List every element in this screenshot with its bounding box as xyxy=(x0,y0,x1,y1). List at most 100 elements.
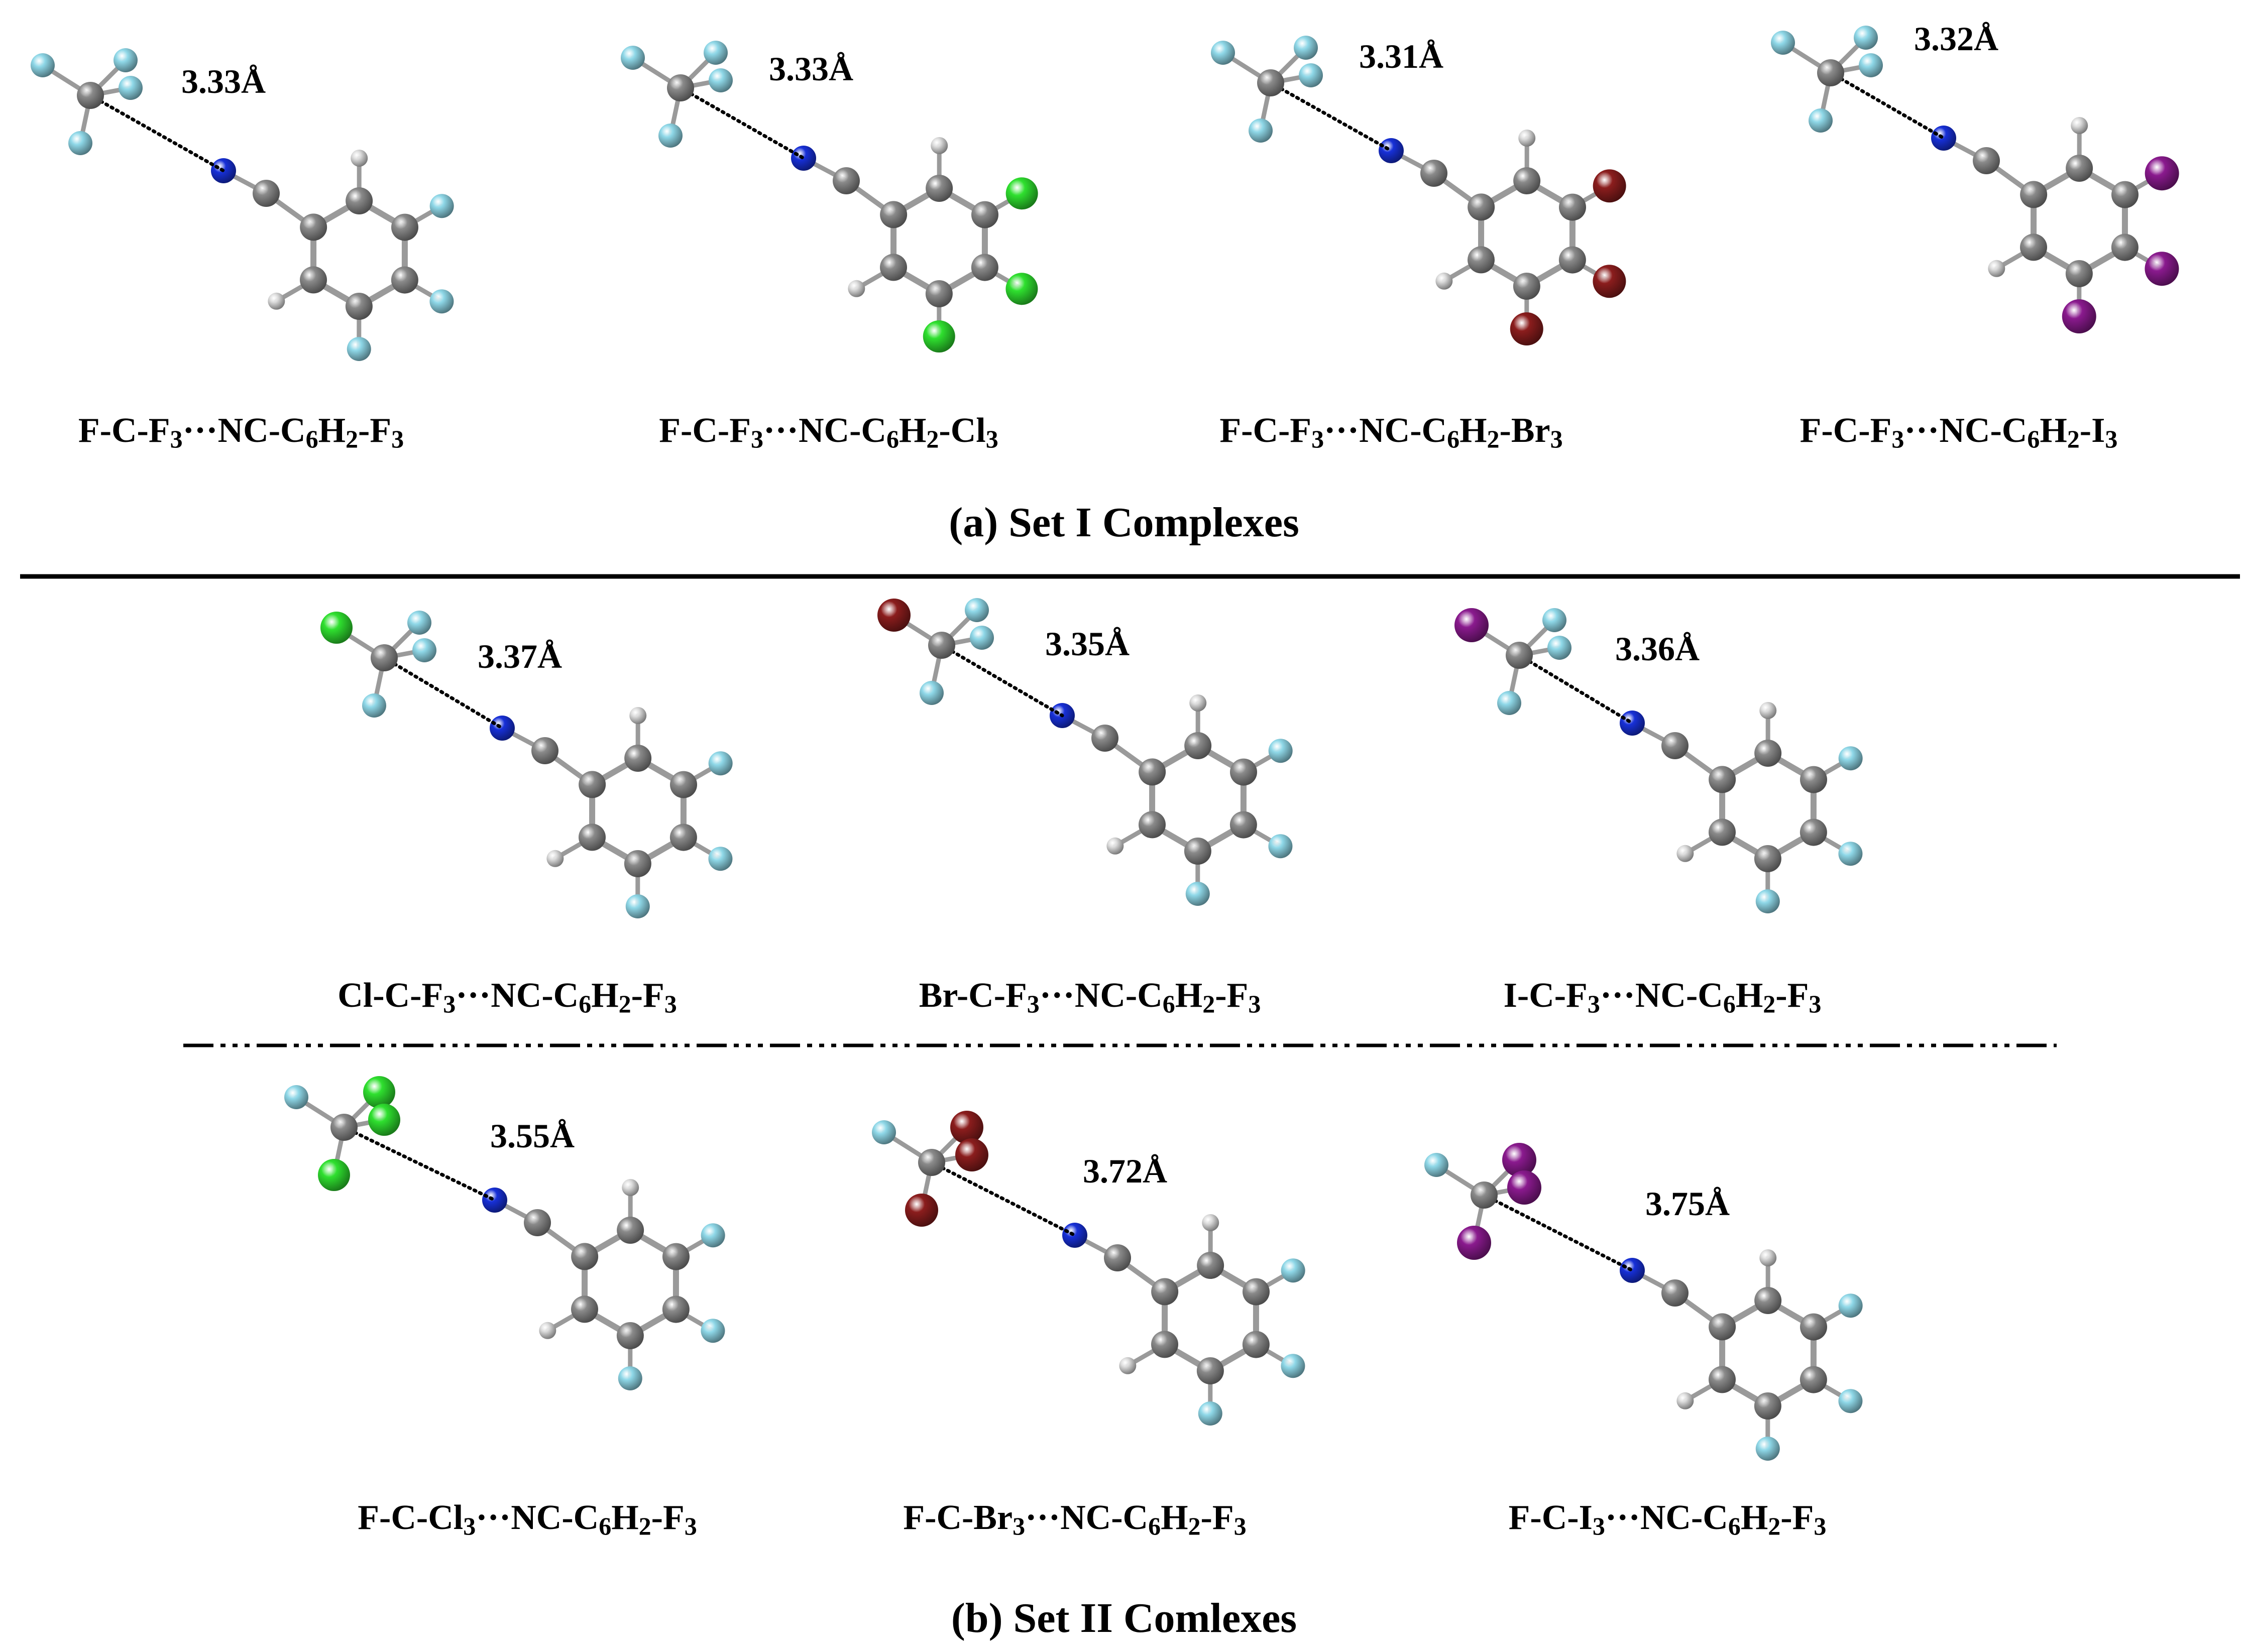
halogen-bond-contact xyxy=(1482,1193,1634,1272)
carbon-atom xyxy=(1151,1331,1179,1358)
hydrogen-atom xyxy=(1189,694,1207,712)
nitrogen-atom xyxy=(1620,711,1645,736)
carbon-atom xyxy=(579,771,606,798)
bromine-atom xyxy=(905,1194,938,1227)
carbon-atom xyxy=(1754,1392,1781,1420)
carbon-atom xyxy=(391,213,418,241)
contact-distance: 3.72Å xyxy=(1083,1152,1167,1190)
fluorine-atom xyxy=(658,124,683,148)
nitrogen-atom xyxy=(482,1188,507,1213)
iodine-atom xyxy=(1507,1170,1541,1205)
carbon-atom xyxy=(1661,1279,1689,1307)
hydrogen-atom xyxy=(1676,1392,1694,1409)
fluorine-atom xyxy=(708,751,733,776)
bromine-atom xyxy=(950,1111,983,1144)
carbon-atom xyxy=(918,1149,945,1176)
halogen-bond-contact xyxy=(679,86,806,160)
hydrogen-atom xyxy=(546,850,564,867)
fluorine-atom xyxy=(119,76,143,100)
carbon-atom xyxy=(669,823,697,851)
bromine-atom xyxy=(1593,169,1626,203)
fluorine-atom xyxy=(429,289,454,314)
fluorine-atom xyxy=(1542,608,1566,632)
complex-formula: F-C-F3···NC-C6H2-Cl3 xyxy=(659,411,998,453)
fluorine-atom xyxy=(708,847,733,871)
carbon-atom xyxy=(1229,758,1257,786)
fluorine-atom xyxy=(1185,881,1210,906)
fluorine-atom xyxy=(701,1319,725,1343)
halogen-bond-contact xyxy=(88,93,226,173)
iodine-atom xyxy=(1457,1226,1491,1260)
hydrogen-atom xyxy=(1676,845,1694,862)
carbon-atom xyxy=(1754,1287,1782,1314)
carbon-atom xyxy=(1139,811,1166,839)
carbon-atom xyxy=(1513,167,1541,195)
carbon-atom xyxy=(880,201,908,228)
hydrogen-atom xyxy=(1202,1214,1219,1232)
carbon-atom xyxy=(1800,1366,1827,1393)
carbon-atom xyxy=(1817,59,1844,86)
hydrogen-atom xyxy=(1119,1357,1137,1374)
fluorine-atom xyxy=(362,693,386,718)
carbon-atom xyxy=(833,167,860,194)
carbon-atom xyxy=(1139,758,1166,786)
complex-formula: F-C-F3···NC-C6H2-Br3 xyxy=(1219,411,1562,453)
carbon-atom xyxy=(617,1217,644,1244)
complex-formula: F-C-I3···NC-C6H2-F3 xyxy=(1509,1498,1827,1540)
hydrogen-atom xyxy=(622,1179,639,1197)
carbon-atom xyxy=(667,74,694,101)
carbon-atom xyxy=(2065,260,2093,287)
contact-distance: 3.33Å xyxy=(769,50,853,88)
fluorine-atom xyxy=(114,48,138,72)
fluorine-atom xyxy=(407,611,431,635)
carbon-atom xyxy=(371,644,398,671)
fluorine-atom xyxy=(347,336,371,361)
fluorine-atom xyxy=(1838,842,1863,866)
carbon-atom xyxy=(1471,1182,1498,1209)
chlorine-atom xyxy=(368,1104,400,1136)
contact-distance: 3.37Å xyxy=(478,637,562,675)
carbon-atom xyxy=(1709,818,1736,846)
fluorine-atom xyxy=(1859,53,1883,77)
contact-distance: 3.55Å xyxy=(490,1117,575,1155)
carbon-atom xyxy=(300,266,327,294)
carbon-atom xyxy=(880,254,908,281)
hydrogen-atom xyxy=(1435,272,1453,290)
iodine-atom xyxy=(1454,608,1489,642)
carbon-atom xyxy=(971,254,998,281)
carbon-atom xyxy=(928,632,955,659)
carbon-atom xyxy=(1242,1331,1270,1358)
carbon-atom xyxy=(1468,246,1495,274)
carbon-atom xyxy=(571,1295,599,1323)
carbon-atom xyxy=(1800,766,1827,793)
hydrogen-atom xyxy=(268,292,285,310)
carbon-atom xyxy=(624,850,651,877)
carbon-atom xyxy=(1197,1252,1224,1279)
fluorine-atom xyxy=(1497,691,1521,715)
carbon-atom xyxy=(2111,181,2139,208)
halogen-bond-contact xyxy=(1269,81,1393,153)
fluorine-atom xyxy=(701,1223,725,1248)
carbon-atom xyxy=(1800,818,1827,846)
carbon-atom xyxy=(926,175,953,202)
carbon-atom xyxy=(925,280,953,307)
contact-distance: 3.32Å xyxy=(1914,20,1998,58)
fluorine-atom xyxy=(1809,108,1833,133)
fluorine-atom xyxy=(284,1085,308,1109)
fluorine-atom xyxy=(1755,1436,1780,1461)
halogen-bond-contact xyxy=(342,1125,497,1202)
carbon-atom xyxy=(330,1114,358,1141)
bromine-atom xyxy=(1510,312,1543,345)
section-caption-a: (a) Set I Complexes xyxy=(949,499,1299,546)
section-caption-b: (b) Set II Comlexes xyxy=(951,1595,1297,1641)
carbon-atom xyxy=(2111,233,2139,261)
fluorine-atom xyxy=(412,638,436,662)
carbon-atom xyxy=(253,180,280,207)
carbon-atom xyxy=(616,1322,644,1349)
